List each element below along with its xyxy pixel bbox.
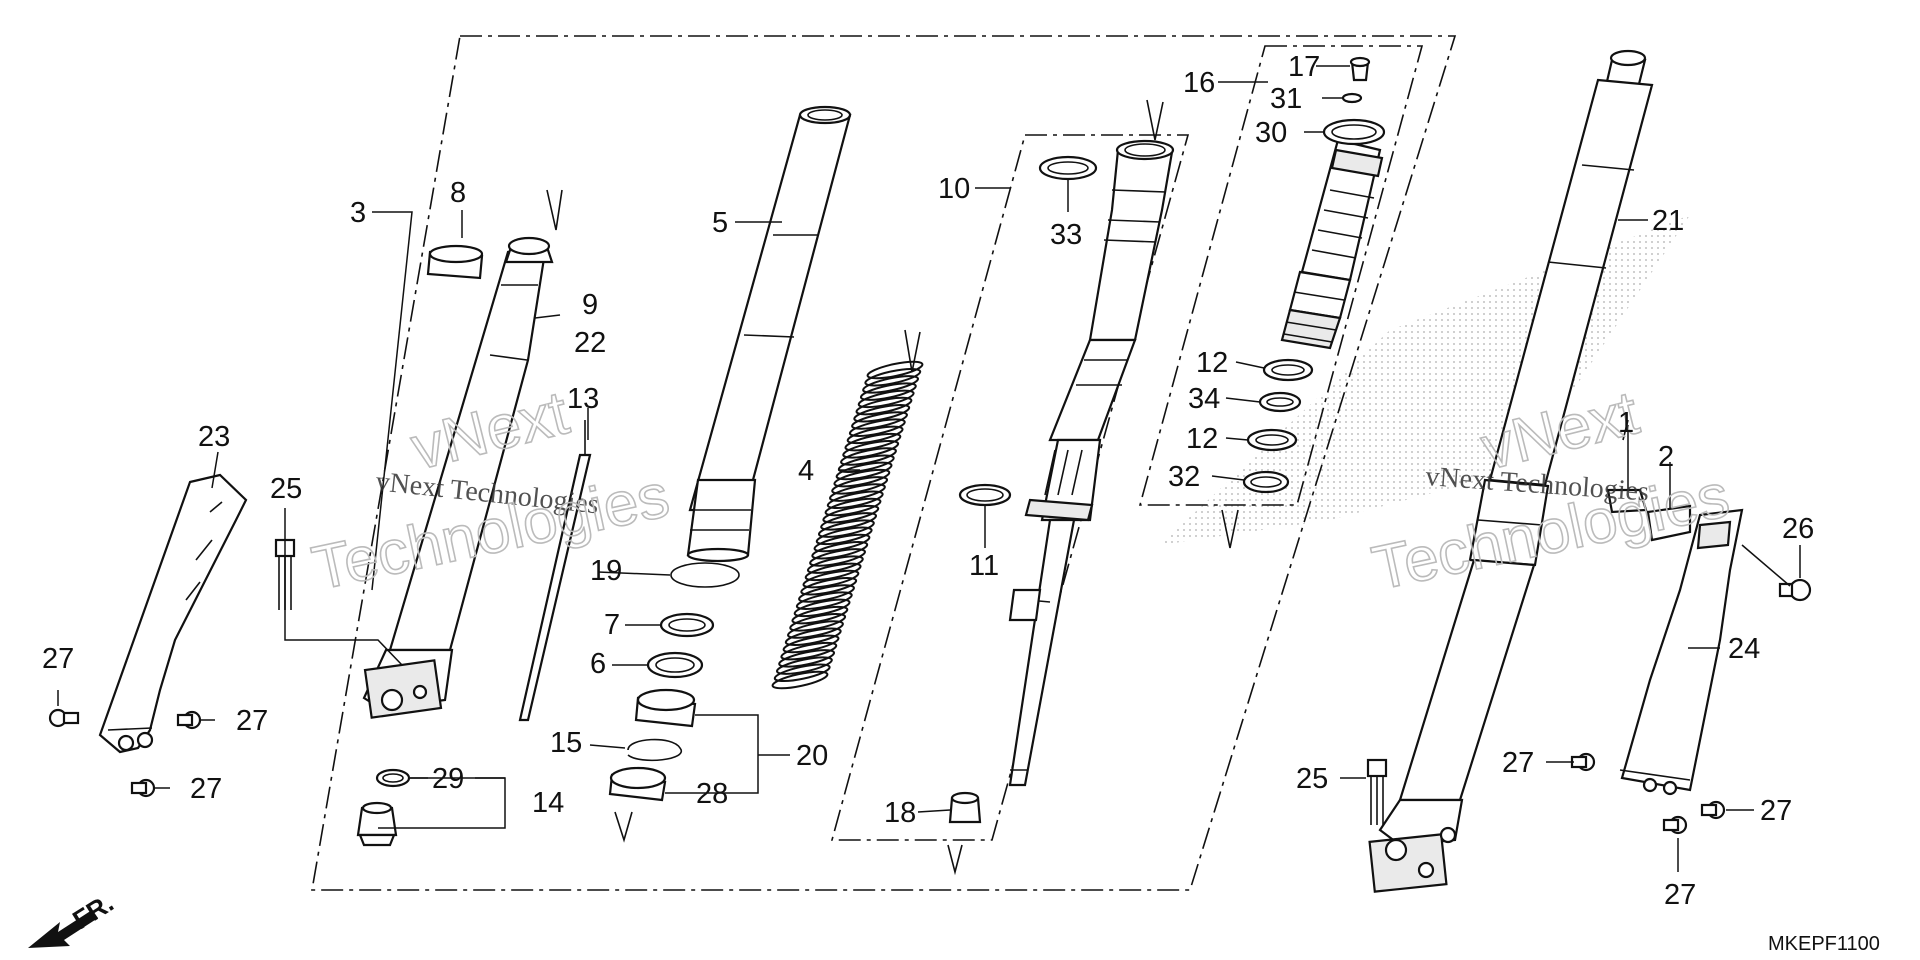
- callout-19: 19: [590, 555, 622, 587]
- callout-5: 5: [712, 207, 728, 239]
- callout-24: 24: [1728, 633, 1760, 665]
- bolt-25-right: [1366, 758, 1388, 825]
- callout-6: 6: [590, 648, 606, 680]
- screw-27-e: [1700, 800, 1726, 820]
- screw-27-b: [176, 710, 202, 730]
- screw-27-a: [48, 708, 80, 728]
- callout-12: 12: [1186, 423, 1218, 455]
- callout-27: 27: [42, 643, 74, 675]
- washer-12-a: [1262, 358, 1314, 382]
- bolt-26: [1778, 578, 1812, 602]
- callout-8: 8: [450, 177, 466, 209]
- piston-ring-11: [958, 483, 1012, 507]
- washer-32: [1242, 470, 1290, 494]
- screw-27-c: [130, 778, 156, 798]
- callout-27: 27: [1502, 747, 1534, 779]
- washer-12-b: [1246, 428, 1298, 452]
- fork-spring-4: [771, 360, 924, 690]
- callout-3: 3: [350, 197, 366, 229]
- callout-16: 16: [1183, 67, 1215, 99]
- callout-14: 14: [532, 787, 564, 819]
- nut-18: [948, 791, 982, 824]
- dust-seal-8: [426, 244, 484, 280]
- callout-13: 13: [567, 383, 599, 415]
- screw-27-d: [1570, 752, 1596, 772]
- callout-27: 27: [190, 773, 222, 805]
- callout-27: 27: [236, 705, 268, 737]
- callout-20: 20: [796, 740, 828, 772]
- clamp-1: [1606, 488, 1648, 514]
- oil-seal-20: [634, 688, 697, 728]
- callout-4: 4: [798, 455, 814, 487]
- callout-11: 11: [969, 550, 999, 582]
- o-ring-30: [1322, 118, 1386, 146]
- right-fork-assembly-21: [1368, 49, 1654, 893]
- leader-lines: [57, 65, 1801, 872]
- callout-25: 25: [1296, 763, 1328, 795]
- callout-33: 33: [1050, 219, 1082, 251]
- o-ring-29: [375, 768, 411, 788]
- callout-10: 10: [938, 173, 970, 205]
- inner-tube-5: [686, 105, 852, 563]
- callout-25: 25: [270, 473, 302, 505]
- screw-17: [1349, 56, 1371, 82]
- callout-1: 1: [1618, 407, 1634, 439]
- cartridge-subassembly-outline: [1138, 45, 1424, 506]
- assembly-direction-arrows: [546, 99, 1629, 876]
- callout-22: 22: [574, 327, 606, 359]
- front-direction-arrow: FR.: [28, 887, 119, 948]
- outer-tube-left: [362, 236, 554, 719]
- fork-guard-right-24: [1619, 508, 1744, 796]
- callout-28: 28: [696, 778, 728, 810]
- callout-15: 15: [550, 727, 582, 759]
- callout-27: 27: [1664, 879, 1696, 911]
- callout-21: 21: [1652, 205, 1684, 237]
- back-up-ring-7: [659, 612, 715, 638]
- callout-labels: 3 8 9 22 13 23 25 27 27 27 29 14 5 19 7 …: [42, 51, 1814, 911]
- callout-29: 29: [432, 763, 464, 795]
- callout-31: 31: [1270, 83, 1302, 115]
- washer-34: [1258, 391, 1302, 413]
- dust-seal-28: [608, 766, 667, 802]
- rod-13: [518, 420, 592, 722]
- callout-30: 30: [1255, 117, 1287, 149]
- screw-27-f: [1662, 815, 1688, 835]
- center-bolt-14: [356, 801, 398, 847]
- callout-7: 7: [604, 609, 620, 641]
- snap-ring-19: [670, 562, 740, 588]
- watermarks: vNext Technologies Technologies vNext vN…: [306, 377, 1736, 604]
- washer-31: [1341, 92, 1363, 104]
- diagram-code: MKEPF1100: [1768, 933, 1880, 955]
- damper-subassembly-outline: [830, 134, 1190, 841]
- callout-27: 27: [1760, 795, 1792, 827]
- fork-guard-left: [98, 473, 248, 754]
- callout-26: 26: [1782, 513, 1814, 545]
- callout-17: 17: [1288, 51, 1320, 83]
- fork-assembly-outline: [311, 35, 1457, 891]
- cartridge-16: [1280, 138, 1384, 350]
- stopper-ring-15: [627, 738, 683, 762]
- callout-34: 34: [1188, 383, 1220, 415]
- callout-2: 2: [1658, 441, 1674, 473]
- callout-9: 9: [582, 289, 598, 321]
- collar-2: [1646, 504, 1692, 542]
- o-ring-33: [1038, 155, 1098, 181]
- damper-rod-10: [1008, 139, 1175, 787]
- callout-23: 23: [198, 421, 230, 453]
- callout-32: 32: [1168, 461, 1200, 493]
- callout-18: 18: [884, 797, 916, 829]
- callout-12: 12: [1196, 347, 1228, 379]
- slide-bushing-6: [646, 651, 704, 679]
